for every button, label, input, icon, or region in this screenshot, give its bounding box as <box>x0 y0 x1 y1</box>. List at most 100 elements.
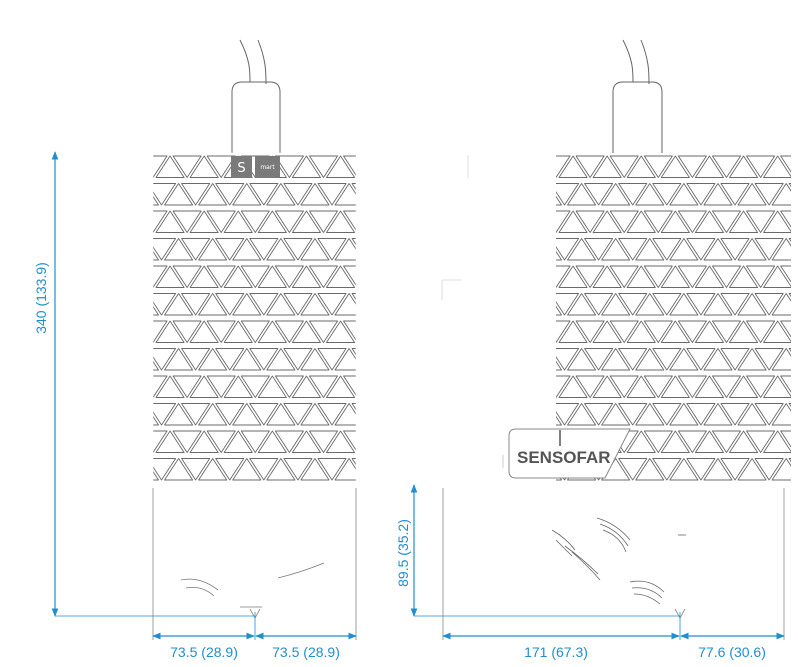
lattice-cell <box>291 155 321 178</box>
lattice-cell <box>300 403 330 426</box>
lattice-cell <box>369 294 397 316</box>
side-lattice <box>556 155 791 508</box>
lattice-cell <box>309 210 338 233</box>
lattice-cell <box>754 403 784 426</box>
lattice-cell <box>695 486 723 508</box>
lattice-cell <box>729 155 759 178</box>
lattice-cell <box>780 265 791 288</box>
lattice-cell <box>584 403 614 426</box>
lattice-cell <box>369 459 397 481</box>
lattice-cell <box>420 294 448 316</box>
lattice-cell <box>283 403 313 426</box>
lattice-cell <box>556 183 580 206</box>
lattice-cell <box>729 375 759 398</box>
lattice-cell <box>317 403 347 426</box>
lattice-cell <box>300 183 330 206</box>
lattice-cell <box>395 431 423 453</box>
lattice-cell <box>567 238 597 261</box>
lattice-cell <box>660 210 690 233</box>
lattice-cell <box>172 210 202 233</box>
lattice-cell <box>763 430 791 453</box>
lattice-cell <box>593 486 621 508</box>
lattice-cell <box>626 210 656 233</box>
lattice-cell <box>257 320 287 343</box>
lattice-cell <box>343 210 356 233</box>
lattice-cell <box>737 183 767 206</box>
badge-s: S <box>237 161 245 176</box>
lattice-cell <box>164 183 194 206</box>
front-left-width-label: 73.5 (28.9) <box>170 644 238 660</box>
lattice-cell <box>403 184 431 206</box>
front-reflections <box>180 562 325 608</box>
lattice-cell <box>361 211 389 233</box>
lattice-cell <box>153 320 168 343</box>
lattice-cell <box>283 348 313 371</box>
lattice-cell <box>788 293 791 316</box>
lattice-cell <box>780 375 791 398</box>
lattice-cell <box>257 430 287 453</box>
lattice-cell <box>378 156 406 178</box>
lattice-cell <box>172 375 202 398</box>
lattice-cell <box>703 238 733 261</box>
side-view: SENSOFAR <box>441 39 791 640</box>
lattice-cell <box>556 320 571 343</box>
lattice-cell <box>567 293 597 316</box>
lattice-cell <box>567 403 597 426</box>
lattice-cell <box>395 376 423 398</box>
lattice-cell <box>223 375 253 398</box>
lattice-cell <box>122 431 150 453</box>
lattice-cell <box>730 486 758 508</box>
lattice-cell <box>754 293 784 316</box>
lattice-cell <box>652 238 682 261</box>
lattice-cell <box>249 458 279 481</box>
lattice-cell <box>155 320 185 343</box>
lattice-cell <box>686 293 716 316</box>
lattice-cell <box>361 486 389 508</box>
lattice-cell <box>618 183 648 206</box>
lattice-cell <box>627 486 655 508</box>
lattice-cell <box>601 348 631 371</box>
side-cable <box>622 39 650 85</box>
lattice-cell <box>215 238 245 261</box>
lattice-cell <box>249 348 279 371</box>
lattice-cell <box>317 348 347 371</box>
front-connector <box>231 81 281 153</box>
lattice-cell <box>215 293 245 316</box>
smart-badge: S mart <box>231 156 280 178</box>
lattice-cell <box>788 403 791 426</box>
lattice-cell <box>556 155 571 178</box>
lattice-cell <box>747 486 775 508</box>
lattice-cell <box>266 293 296 316</box>
lattice-cell <box>694 320 724 343</box>
lattice-cell <box>635 403 665 426</box>
lattice-cell <box>326 375 356 398</box>
lattice-cell <box>122 266 150 288</box>
lattice-cell <box>686 238 716 261</box>
lattice-cell <box>626 320 656 343</box>
lattice-cell <box>189 430 219 453</box>
lattice-cell <box>729 265 759 288</box>
lattice-cell <box>703 183 733 206</box>
lattice-cell <box>420 184 448 206</box>
lattice-cell <box>763 210 791 233</box>
lattice-cell <box>771 403 791 426</box>
lattice-cell <box>652 293 682 316</box>
lattice-cell <box>556 403 580 426</box>
lattice-cell <box>703 403 733 426</box>
lattice-cell <box>326 430 356 453</box>
lattice-cell <box>334 183 356 206</box>
lattice-cell <box>420 239 448 261</box>
lattice-cell <box>343 265 356 288</box>
lattice-cell <box>386 459 414 481</box>
lattice-cell <box>618 458 648 481</box>
lattice-cell <box>172 155 202 178</box>
lattice-cell <box>720 403 750 426</box>
lattice-cell <box>635 183 665 206</box>
lattice-cell <box>207 486 235 508</box>
lattice-cell <box>669 403 699 426</box>
lattice-cell <box>610 486 638 508</box>
lattice-cell <box>189 265 219 288</box>
lattice-cell <box>155 265 185 288</box>
lattice-cell <box>223 210 253 233</box>
lattice-cell <box>369 349 397 371</box>
